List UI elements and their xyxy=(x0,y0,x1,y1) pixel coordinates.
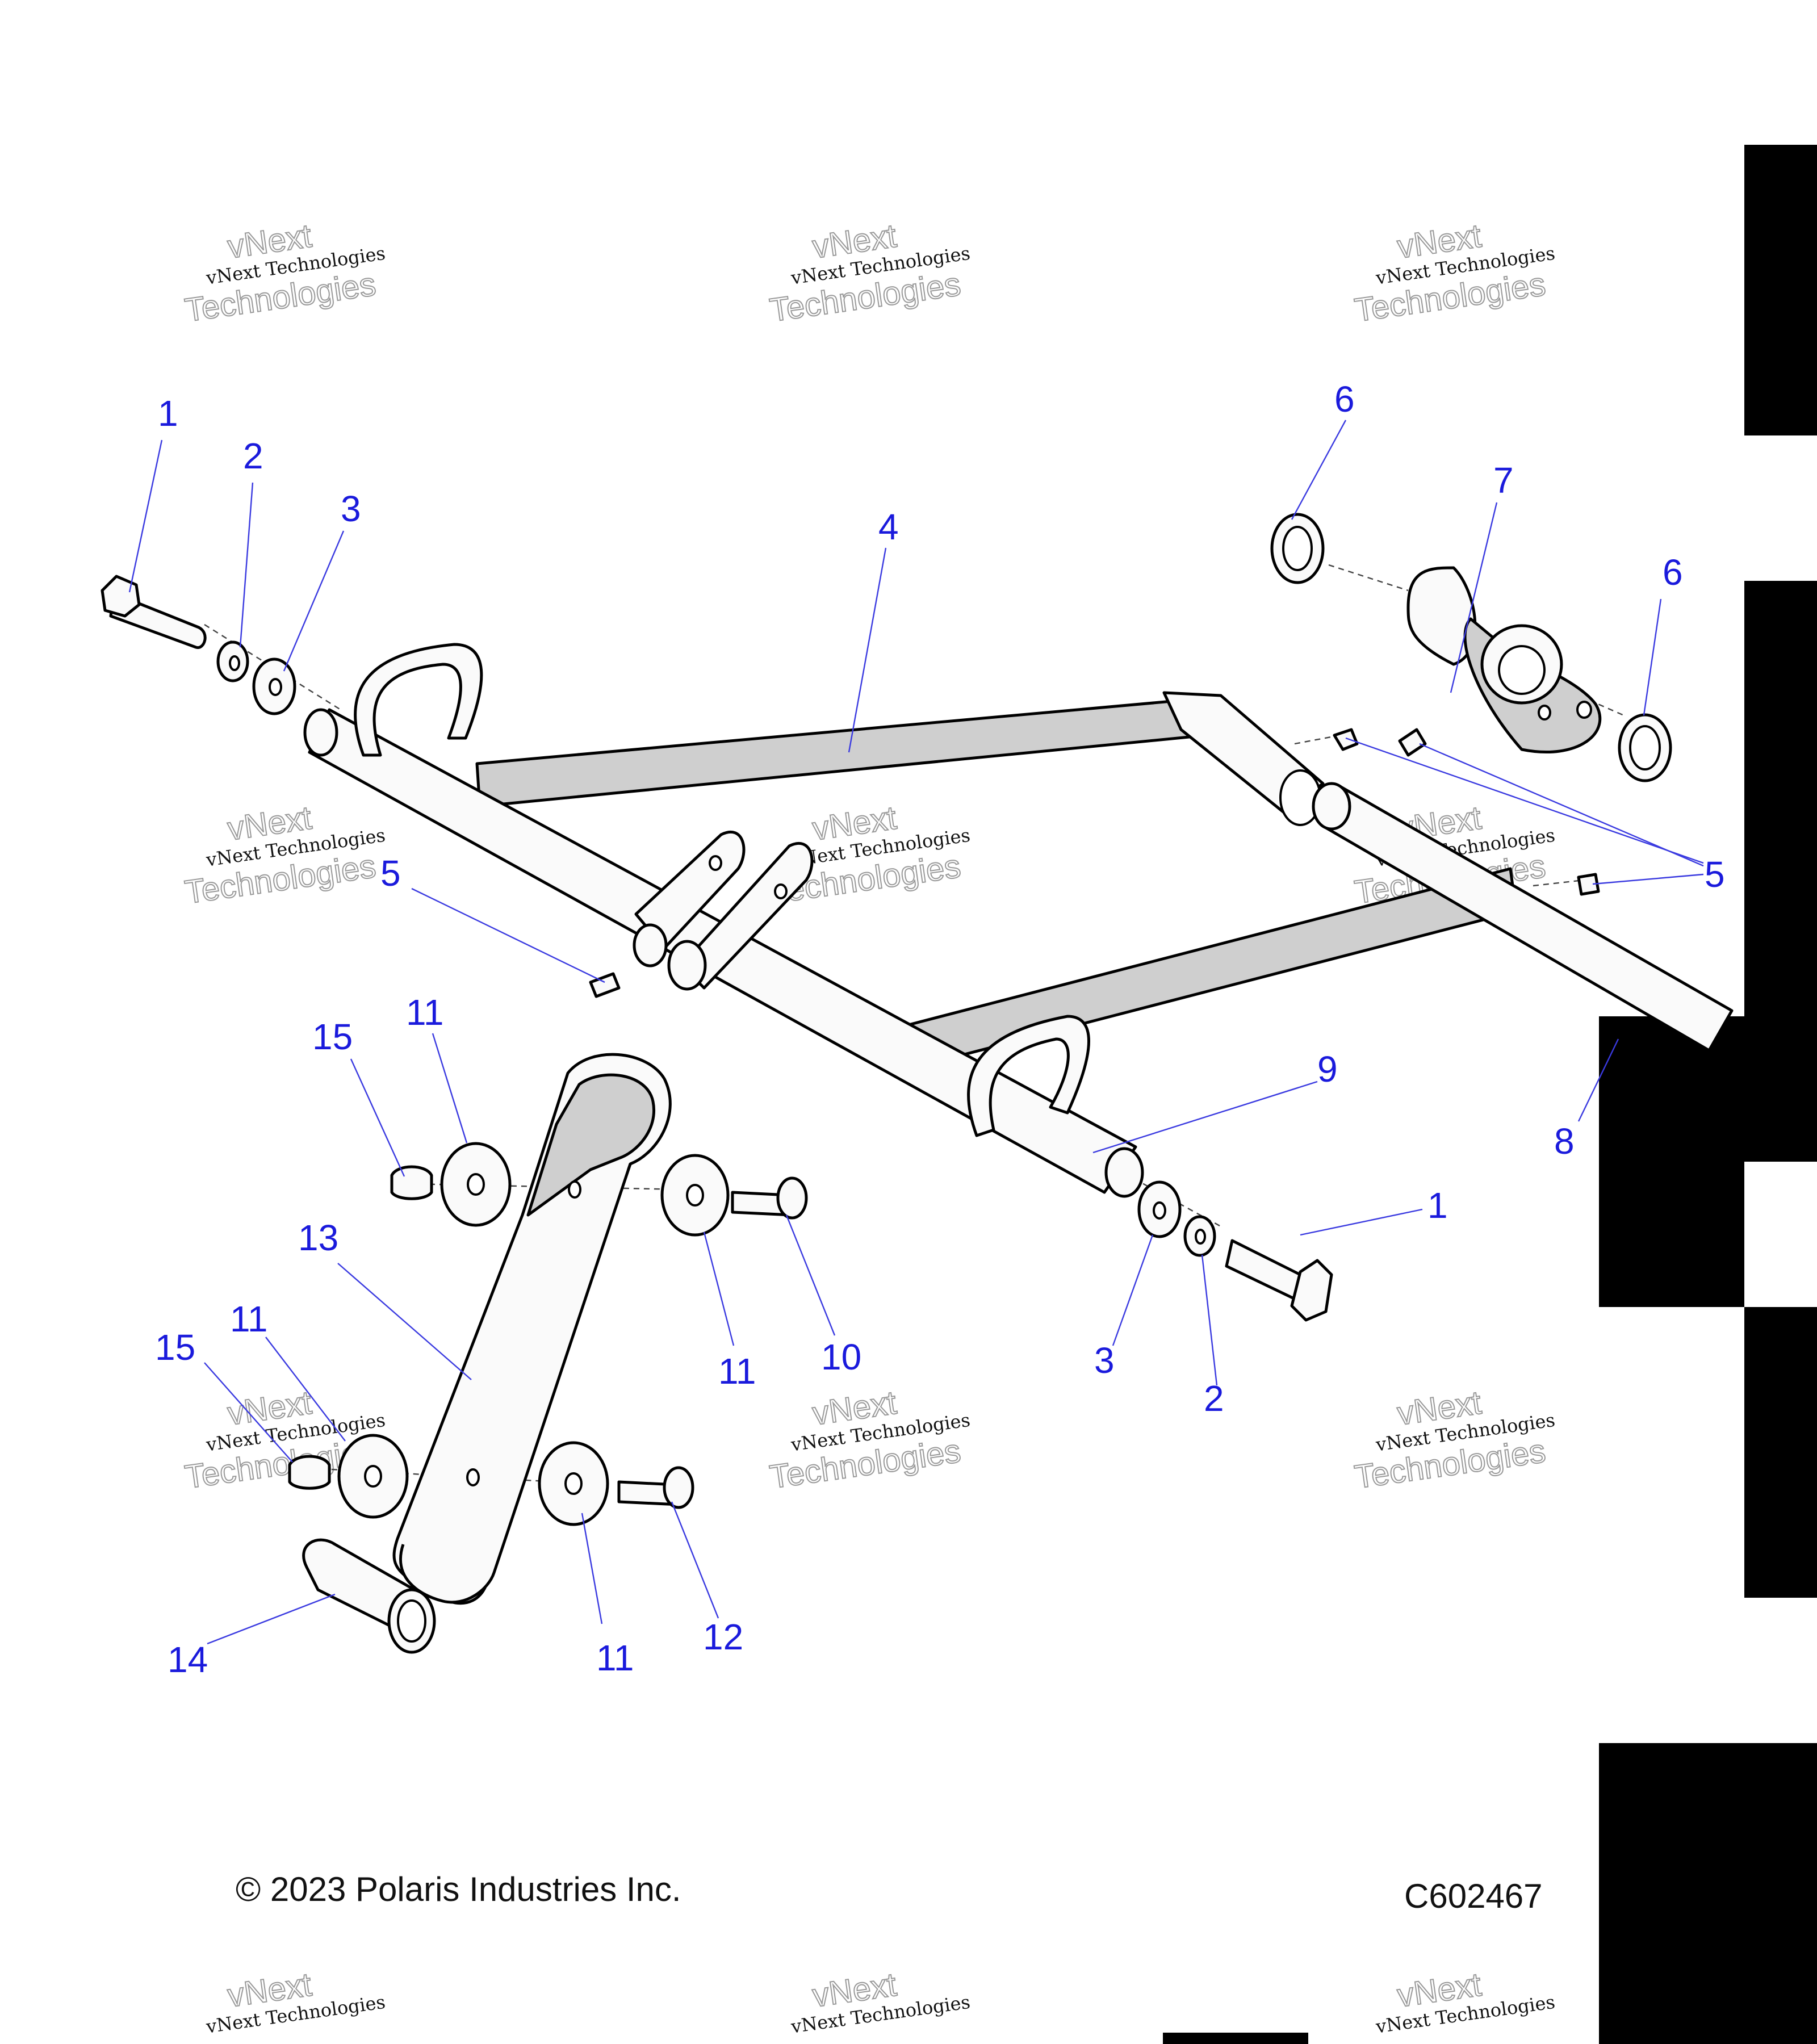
callout-11: 11 xyxy=(230,1299,267,1339)
copyright-text: © 2023 Polaris Industries Inc. xyxy=(236,1870,681,1908)
leader-lines xyxy=(128,420,1704,1645)
a-arm xyxy=(303,643,1734,1198)
edge-blocks xyxy=(1163,145,1817,2044)
callout-6: 6 xyxy=(1663,552,1683,593)
watermarks: vNext Technologies vNext Technologies vN… xyxy=(182,217,1556,2038)
edge-block xyxy=(1744,581,1817,1016)
callout-11: 11 xyxy=(406,992,443,1033)
callout-6: 6 xyxy=(1334,379,1355,420)
callout-13: 13 xyxy=(298,1217,338,1258)
callout-15: 15 xyxy=(312,1016,353,1057)
edge-block xyxy=(1599,1743,1817,2044)
callout-2: 2 xyxy=(243,435,263,476)
callout-11: 11 xyxy=(596,1637,634,1678)
callout-9: 9 xyxy=(1317,1049,1338,1090)
edge-block xyxy=(1744,145,1817,435)
callout-1: 1 xyxy=(158,393,178,434)
callout-3: 3 xyxy=(1094,1340,1115,1381)
edge-block xyxy=(1599,1162,1744,1307)
callout-5: 5 xyxy=(1705,854,1725,895)
callout-1: 1 xyxy=(1427,1185,1448,1226)
callout-8: 8 xyxy=(1554,1121,1575,1162)
grease-fittings xyxy=(589,728,1600,998)
link-assembly xyxy=(288,1053,808,1654)
callout-15: 15 xyxy=(155,1327,195,1368)
callout-2: 2 xyxy=(1204,1378,1224,1419)
edge-block xyxy=(1163,2033,1308,2044)
callout-7: 7 xyxy=(1493,460,1514,501)
callouts: 1 2 3 4 5 6 7 6 5 8 9 1 3 2 15 11 11 10 … xyxy=(155,379,1725,1680)
bolt-set-left xyxy=(101,575,296,715)
pivot-bracket xyxy=(1270,513,1672,782)
callout-10: 10 xyxy=(821,1337,861,1377)
callout-12: 12 xyxy=(703,1616,743,1657)
drawing-number: C602467 xyxy=(1404,1877,1543,1915)
callout-3: 3 xyxy=(341,488,361,529)
edge-block xyxy=(1744,1307,1817,1598)
callout-11: 11 xyxy=(718,1351,756,1392)
bolt-set-right xyxy=(1137,1180,1333,1322)
callout-5: 5 xyxy=(380,853,401,894)
callout-14: 14 xyxy=(168,1639,208,1680)
callout-4: 4 xyxy=(878,506,899,547)
